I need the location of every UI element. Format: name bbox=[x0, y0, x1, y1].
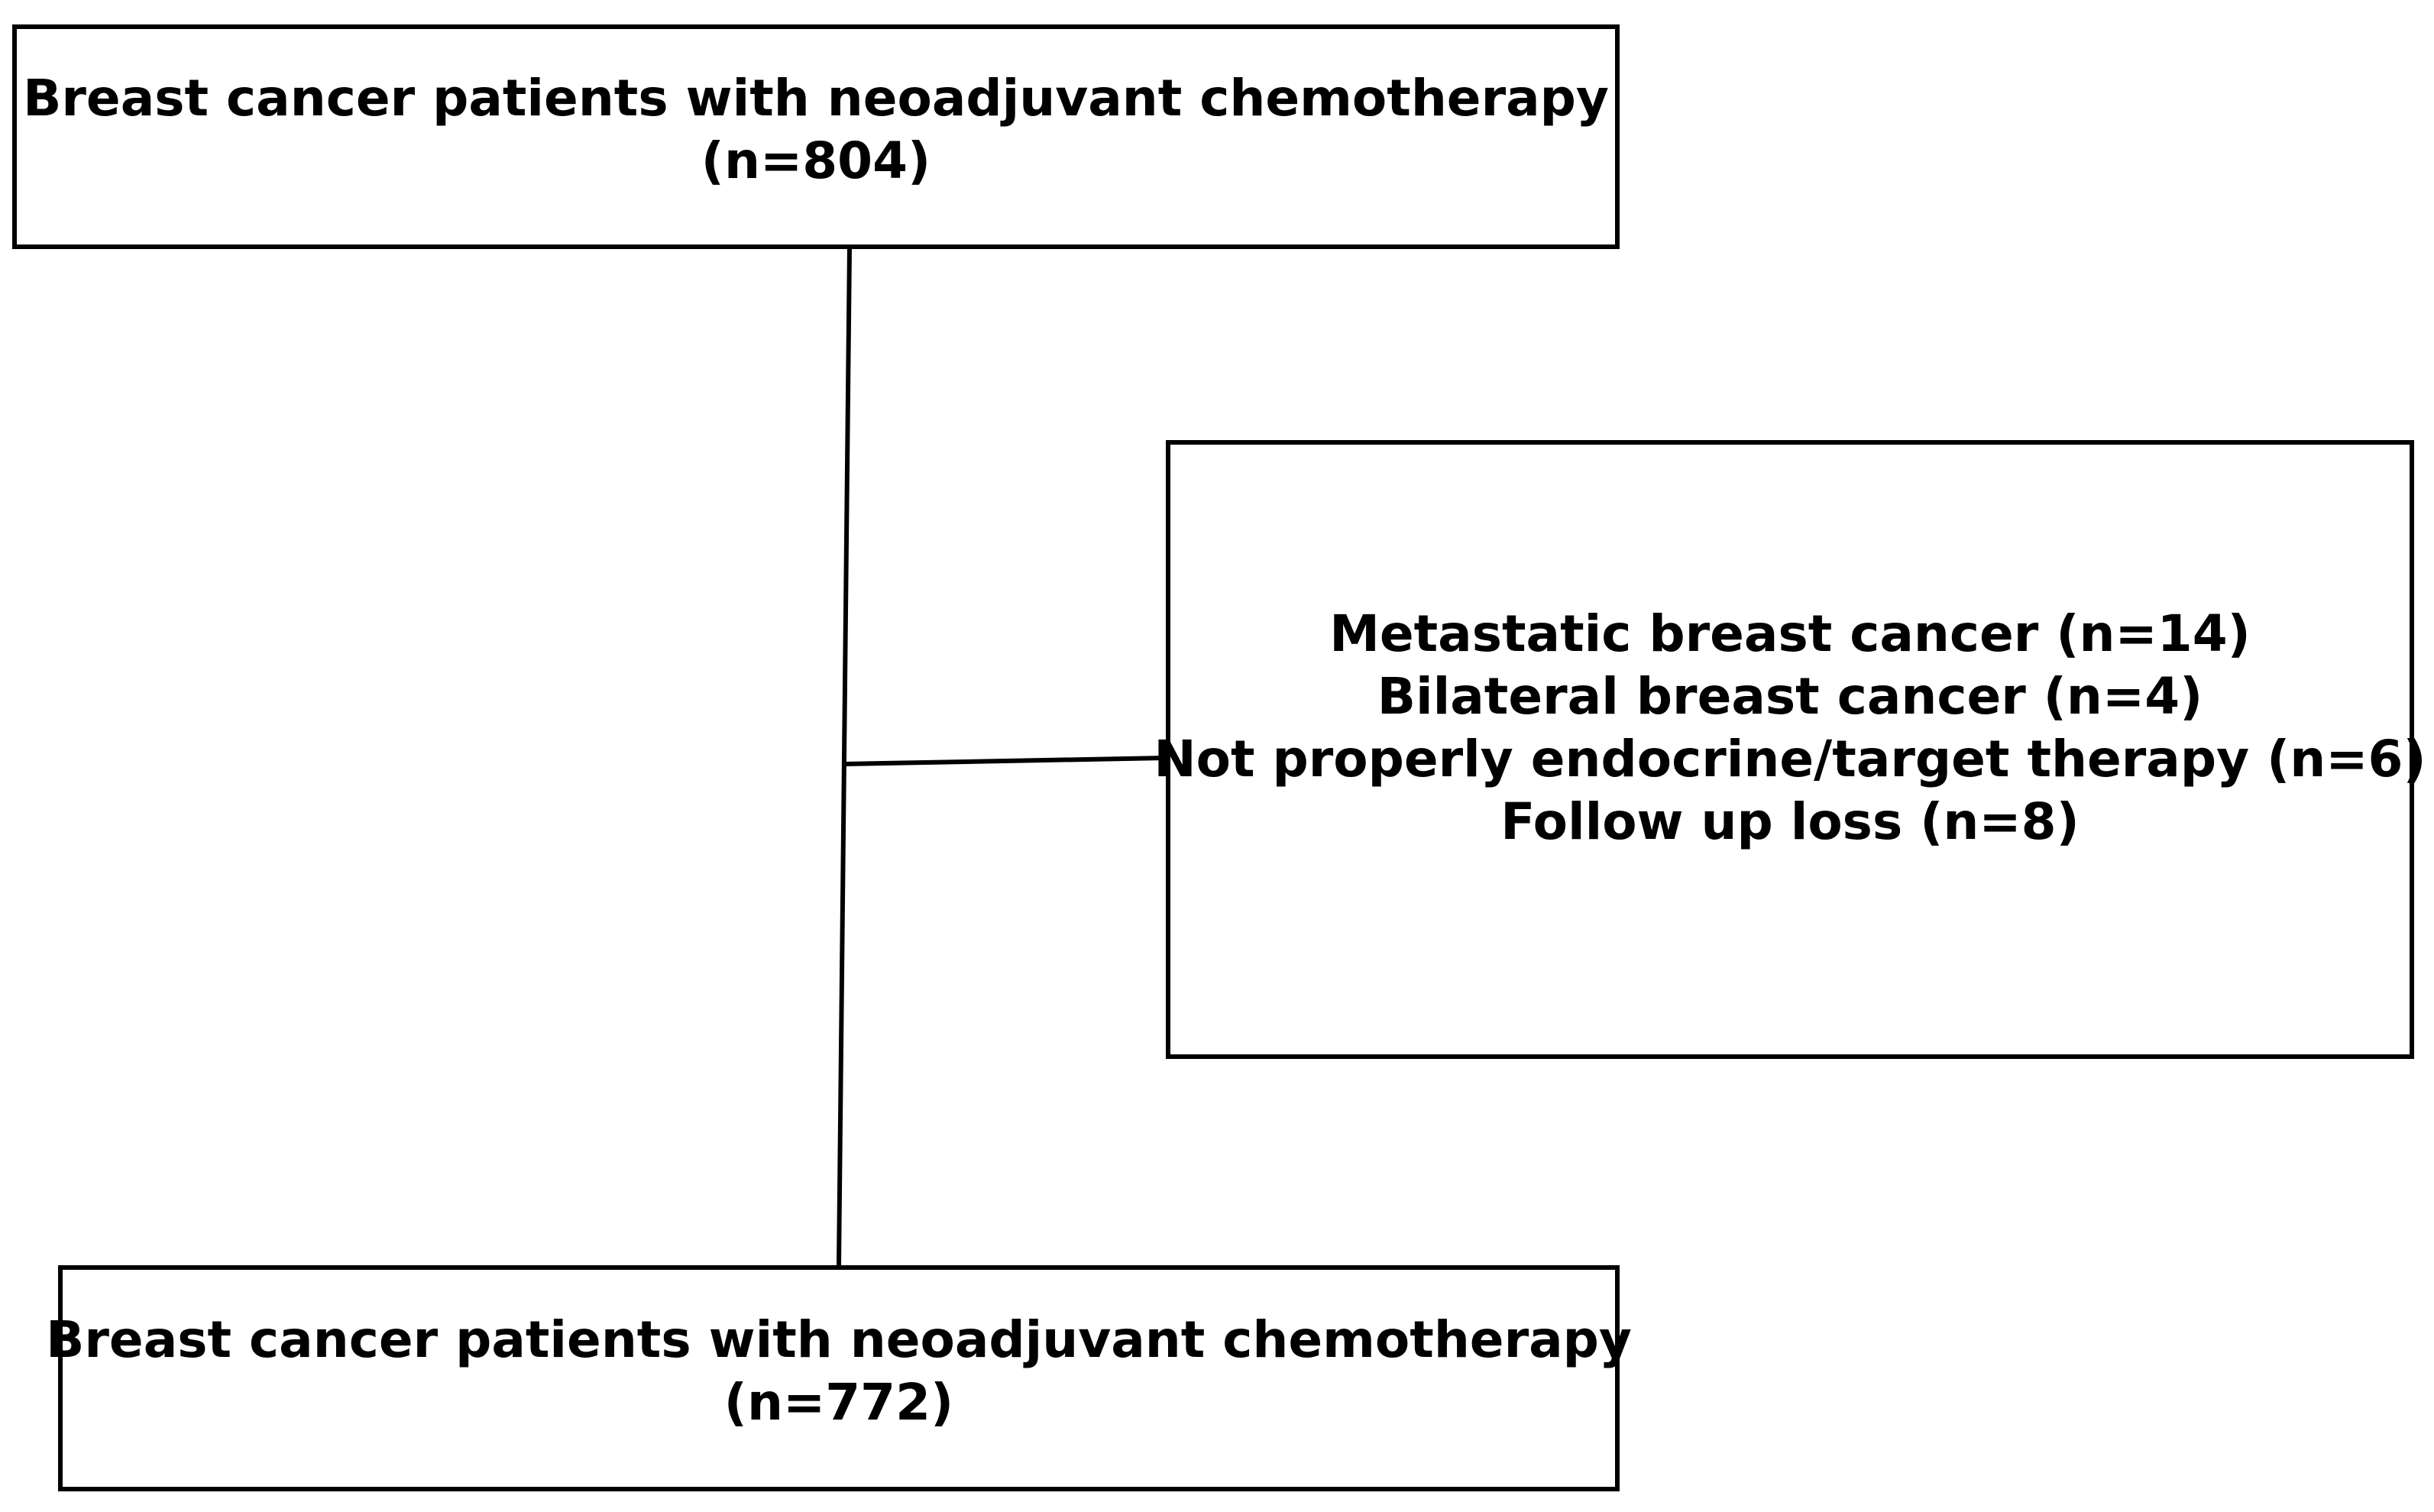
final-cohort-count: (n=772) bbox=[723, 1373, 954, 1432]
enrolled-patients-box: Breast cancer patients with neoadjuvant … bbox=[12, 24, 1620, 249]
exclusion-item-metastatic: Metastatic breast cancer (n=14) bbox=[1329, 604, 2251, 663]
vertical-connector-line bbox=[837, 248, 852, 1266]
exclusion-item-follow-up-loss: Follow up loss (n=8) bbox=[1500, 792, 2080, 851]
horizontal-connector-line bbox=[843, 756, 1167, 766]
enrolled-patients-count: (n=804) bbox=[701, 131, 931, 190]
enrolled-patients-label: Breast cancer patients with neoadjuvant … bbox=[23, 69, 1609, 128]
exclusion-item-bilateral: Bilateral breast cancer (n=4) bbox=[1377, 667, 2203, 726]
final-cohort-label: Breast cancer patients with neoadjuvant … bbox=[46, 1310, 1632, 1369]
final-cohort-box: Breast cancer patients with neoadjuvant … bbox=[46, 1265, 1632, 1491]
exclusion-criteria-box: Metastatic breast cancer (n=14) Bilatera… bbox=[1154, 440, 2426, 1059]
exclusion-item-therapy: Not properly endocrine/target therapy (n… bbox=[1154, 730, 2426, 788]
